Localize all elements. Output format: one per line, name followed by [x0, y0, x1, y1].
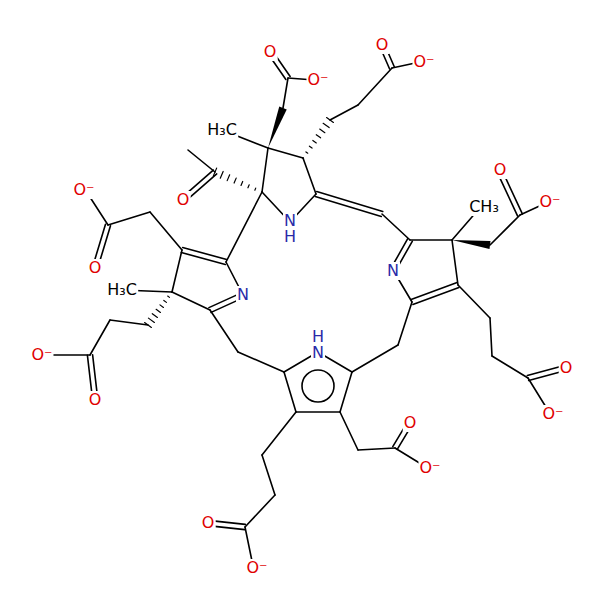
bond — [226, 192, 262, 262]
bond — [108, 212, 150, 225]
bond — [152, 314, 157, 318]
bond — [164, 300, 167, 302]
bond — [302, 157, 304, 159]
bond — [268, 107, 287, 148]
bond — [168, 296, 170, 297]
bond — [340, 372, 352, 412]
bond — [150, 212, 182, 250]
bond — [382, 214, 410, 240]
atom-label: O⁻ — [538, 193, 561, 211]
atom-label: N — [236, 286, 250, 304]
bond — [413, 287, 459, 304]
bond — [458, 285, 490, 318]
atom-label: O⁻ — [412, 53, 435, 71]
bond — [283, 78, 288, 108]
atom-label: O — [201, 514, 216, 532]
bond — [171, 291, 173, 293]
bond — [398, 302, 412, 345]
bond — [490, 215, 520, 245]
bond — [90, 320, 110, 355]
bond — [352, 345, 398, 372]
bond — [254, 188, 256, 190]
bond — [220, 171, 223, 178]
bond — [188, 150, 215, 172]
bond — [358, 68, 392, 105]
atom-label: O⁻ — [30, 346, 53, 364]
bond — [181, 253, 225, 265]
bond — [248, 185, 249, 188]
bond — [238, 352, 284, 372]
bond — [306, 152, 308, 153]
atom-label: O — [88, 391, 103, 409]
atom-label: O — [263, 43, 278, 61]
bond — [498, 173, 518, 216]
bond — [172, 292, 210, 310]
atom-label: O⁻ — [72, 181, 95, 199]
atom-label: H — [283, 228, 297, 246]
atom-label: H₃C — [106, 281, 138, 299]
atom-label: H₃C — [206, 121, 238, 139]
bond — [452, 240, 491, 249]
bond — [320, 129, 325, 133]
atom-label: O — [176, 191, 191, 209]
bond — [227, 175, 229, 181]
bond — [262, 455, 275, 495]
bond — [268, 148, 303, 158]
atom-label: O — [88, 259, 103, 277]
bond — [317, 192, 383, 212]
bond — [262, 148, 268, 192]
bond — [302, 370, 334, 402]
bond — [303, 158, 316, 194]
atom-label: N — [386, 262, 400, 280]
atom-label: O⁻ — [541, 405, 564, 423]
bond — [110, 320, 148, 325]
atom-label: O⁻ — [306, 71, 329, 89]
bond — [490, 318, 492, 356]
bond — [492, 356, 528, 378]
bond — [156, 309, 160, 312]
bond — [234, 178, 236, 183]
atom-label: O⁻ — [245, 559, 268, 577]
bond — [309, 146, 312, 148]
bond — [284, 372, 296, 412]
bond — [315, 196, 381, 216]
bond — [183, 247, 227, 259]
bond — [313, 140, 316, 142]
bond — [245, 495, 275, 527]
atom-label: O⁻ — [418, 459, 441, 477]
bond — [160, 305, 163, 308]
bond — [330, 105, 358, 120]
bond — [210, 310, 238, 352]
bond — [316, 135, 320, 138]
bond — [296, 411, 340, 413]
bond — [262, 412, 296, 455]
bond — [358, 448, 395, 450]
atom-label: CH₃ — [468, 198, 500, 216]
atom-label: O — [493, 161, 508, 179]
atom-label: O — [403, 414, 418, 432]
bond — [148, 318, 154, 322]
atom-label: O — [375, 36, 390, 54]
atom-label: O — [559, 359, 574, 377]
bond — [340, 412, 358, 450]
bond — [410, 239, 452, 241]
bond — [241, 181, 243, 185]
atom-label: N — [311, 344, 325, 362]
bond — [452, 240, 458, 285]
bond — [323, 123, 329, 127]
bond — [172, 250, 182, 292]
